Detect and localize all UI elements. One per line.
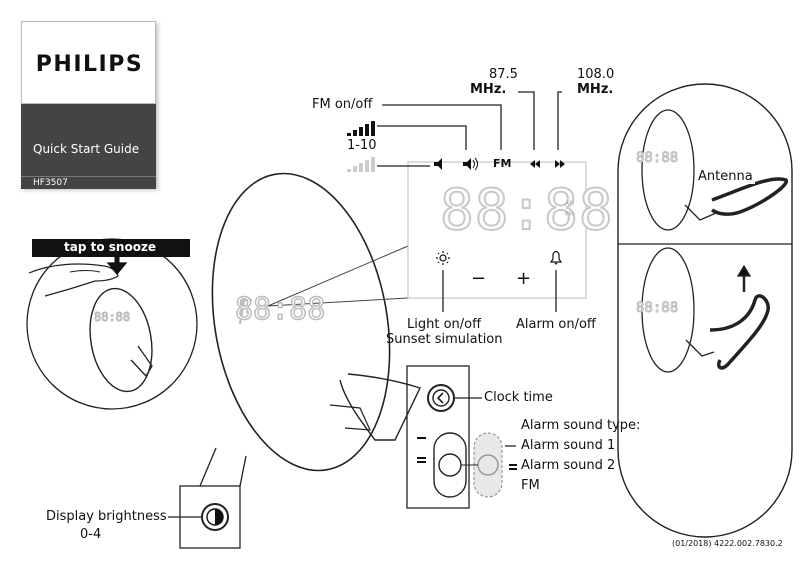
- tune-down-icon: [530, 160, 540, 168]
- volume-range-label: 1-10: [347, 138, 377, 153]
- device-display-digits: 88:88: [234, 291, 326, 328]
- light-onoff-label: Light on/off: [407, 317, 482, 332]
- volume-bars-icon: [347, 121, 375, 136]
- brand-logo: PHILIPS: [35, 52, 144, 77]
- display-fm-label: FM: [493, 157, 512, 170]
- light-icon: [436, 251, 450, 265]
- fm-onoff-label: FM on/off: [312, 97, 373, 112]
- alarm-sound-type-label: Alarm sound type:: [521, 418, 641, 433]
- alarm-sound-2-label: Alarm sound 2: [521, 458, 616, 473]
- antenna-label: Antenna: [696, 169, 755, 184]
- alarm-sound-1-label: Alarm sound 1: [521, 438, 616, 453]
- volume-up-icon: [463, 158, 471, 170]
- freq-high-value: 108.0: [577, 67, 615, 82]
- antenna-device-digits: 88:88: [635, 150, 679, 167]
- document-code: (01/2018) 4222.002.7830.2: [672, 539, 783, 548]
- quick-start-cover: PHILIPS Quick Start Guide HF3507: [21, 21, 156, 189]
- snooze-device-digits: 88:88: [93, 310, 131, 325]
- tune-up-icon: [555, 160, 565, 168]
- freq-low-value: 87.5: [489, 67, 518, 82]
- alarm-onoff-label: Alarm on/off: [516, 317, 596, 332]
- pm-indicator: PM: [565, 211, 574, 218]
- sunset-label: Sunset simulation: [386, 332, 503, 347]
- switch-position-2-mark: [417, 457, 426, 459]
- display-digits: 88:88: [439, 177, 614, 244]
- fm-source-label: FM: [521, 478, 540, 493]
- brightness-icon: [215, 509, 223, 525]
- switch-position-1-mark: [417, 437, 426, 439]
- clock-time-label: Clock time: [484, 390, 553, 405]
- alarm-sound-2-mark: [509, 464, 517, 466]
- display-brightness-label: Display brightness: [46, 509, 167, 524]
- freq-high-unit: MHz.: [577, 82, 614, 97]
- model-number: HF3507: [33, 178, 68, 188]
- snooze-label: tap to snooze: [64, 240, 157, 254]
- plus-button: +: [516, 268, 532, 289]
- alarm-bell-icon: [549, 250, 563, 265]
- cable-device-digits: 88:88: [635, 300, 679, 317]
- guide-title: Quick Start Guide: [33, 142, 140, 156]
- freq-low-unit: MHz.: [470, 82, 507, 97]
- am-indicator: AM: [565, 200, 575, 207]
- snooze-banner: tap to snooze: [32, 239, 190, 257]
- brightness-range-label: 0-4: [80, 527, 102, 542]
- volume-down-icon: [434, 158, 442, 170]
- minus-button: −: [471, 268, 487, 289]
